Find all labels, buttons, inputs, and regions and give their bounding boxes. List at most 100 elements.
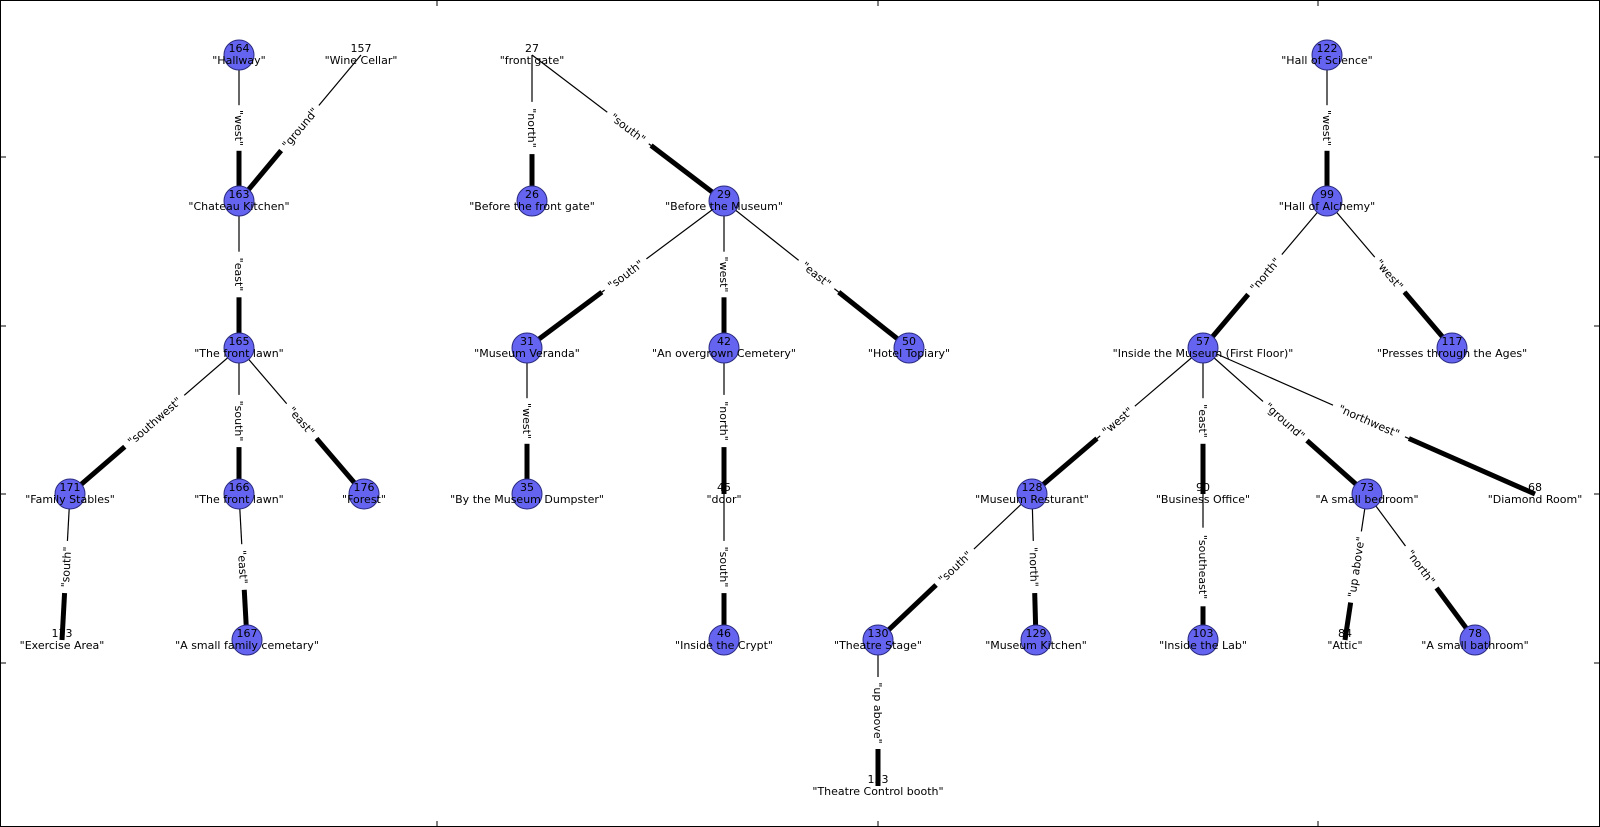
edge-42-45: "north" xyxy=(716,348,732,494)
edge-label-group: "west" xyxy=(231,105,247,151)
node-label: "Hall of Alchemy" xyxy=(1279,200,1375,213)
edges-layer: "west""ground""east""southwest""south""e… xyxy=(56,54,1537,786)
edge-99-117: "west" xyxy=(1326,200,1454,350)
graph-node-171: 171"Family Stables" xyxy=(25,478,115,510)
edge-label-group: "east" xyxy=(1195,398,1211,444)
edge-label-bg xyxy=(1368,251,1411,298)
node-id: 166 xyxy=(229,481,250,494)
edge-label-bg xyxy=(602,105,654,151)
node-id: 103 xyxy=(1193,627,1214,640)
edge-29-42: "west" xyxy=(716,201,732,348)
node-circle xyxy=(708,332,740,364)
graph-node-73: 73"A small bedroom" xyxy=(1315,478,1419,510)
node-label: "Diamond Room" xyxy=(1488,493,1583,506)
node-circle xyxy=(862,624,894,656)
node-label: "Inside the Lab" xyxy=(1159,639,1247,652)
node-id: 29 xyxy=(717,188,731,201)
node-id: 31 xyxy=(520,335,534,348)
node-id: 164 xyxy=(229,42,250,55)
node-label: "A small bedroom" xyxy=(1315,493,1418,506)
edge-99-57: "north" xyxy=(1201,200,1328,350)
node-label: "The front lawn" xyxy=(194,493,284,506)
edge-label-bg xyxy=(1195,527,1211,607)
node-circle xyxy=(516,185,548,217)
node-id: 90 xyxy=(1196,481,1210,494)
edge-label-group: "west" xyxy=(716,251,732,298)
edge-label-group: "up above" xyxy=(870,677,886,749)
graph-node-84: 84"Attic" xyxy=(1327,627,1362,652)
graph-node-117: 117"Presses through the Ages" xyxy=(1377,332,1527,364)
edge-label-group: "north" xyxy=(1399,541,1443,593)
edge-128-130: "south" xyxy=(876,493,1033,642)
graph-node-46: 46"Inside the Crypt" xyxy=(675,624,773,656)
graph-node-27: 27"front gate" xyxy=(500,42,565,67)
node-label: "Presses through the Ages" xyxy=(1377,347,1527,360)
edge-label-bg xyxy=(599,252,652,297)
node-label: "By the Museum Dumpster" xyxy=(450,493,604,506)
edge-label-group: "ground" xyxy=(1257,395,1313,447)
edge-label-group: "west" xyxy=(519,398,535,444)
node-circle xyxy=(511,332,543,364)
node-label: "Chateau Kitchen" xyxy=(188,200,289,213)
node-id: 42 xyxy=(717,335,731,348)
edge-label-bg xyxy=(231,105,247,151)
node-circle xyxy=(54,478,86,510)
graph-node-50: 50"Hotel Topiary" xyxy=(868,332,950,364)
graph-node-157: 157"Wine Cellar" xyxy=(325,42,398,67)
node-label: "Wine Cellar" xyxy=(325,54,398,67)
edge-label: "north" xyxy=(717,401,730,441)
edge-label: "south" xyxy=(717,547,730,588)
edge-122-99: "west" xyxy=(1319,55,1335,201)
node-circle xyxy=(1436,332,1468,364)
edge-label: "north" xyxy=(1026,547,1040,587)
edge-163-165: "east" xyxy=(231,201,247,348)
node-id: 165 xyxy=(229,335,250,348)
node-label: "Forest" xyxy=(342,493,386,506)
edge-label-bg xyxy=(716,540,732,594)
edge-label-bg xyxy=(716,394,732,448)
node-id: 171 xyxy=(60,481,81,494)
node-id: 122 xyxy=(1317,42,1338,55)
nodes-layer: 164"Hallway"157"Wine Cellar"163"Chateau … xyxy=(20,39,1583,798)
graph-node-176: 176"Forest" xyxy=(342,478,386,510)
edge-label: "east" xyxy=(235,550,250,584)
edge-130-133: "up above" xyxy=(870,640,886,786)
graph-node-173: 173"Exercise Area" xyxy=(20,627,105,652)
edge-arrow-head xyxy=(525,290,604,351)
edge-label: "ground" xyxy=(1262,400,1307,442)
edge-label-group: "west" xyxy=(1094,400,1141,442)
node-id: 99 xyxy=(1320,188,1334,201)
edge-label-bg xyxy=(1242,249,1288,300)
edge-label-group: "south" xyxy=(56,540,76,594)
node-label: "Theatre Control booth" xyxy=(812,785,943,798)
node-circle xyxy=(223,478,255,510)
node-label: "Before the Museum" xyxy=(665,200,783,213)
edge-29-50: "east" xyxy=(723,200,911,350)
edge-128-129: "north" xyxy=(1025,493,1043,641)
edge-label: "south" xyxy=(608,111,648,146)
edge-label-group: "south" xyxy=(602,105,654,151)
node-id: 84 xyxy=(1338,627,1352,640)
edge-label: "north" xyxy=(1248,255,1283,294)
node-label: "Theatre Stage" xyxy=(834,639,922,652)
node-id: 167 xyxy=(237,627,258,640)
node-circle xyxy=(1459,624,1491,656)
edge-label-bg xyxy=(519,398,535,444)
edge-label: "east" xyxy=(1196,404,1209,438)
node-id: 173 xyxy=(52,627,73,640)
node-circle xyxy=(231,624,263,656)
graph-node-68: 68"Diamond Room" xyxy=(1488,481,1583,506)
edge-label-bg xyxy=(930,543,980,591)
node-circle xyxy=(1187,332,1219,364)
edge-label-bg xyxy=(524,101,540,155)
edge-label: "up above" xyxy=(871,682,884,743)
node-label: "Inside the Museum (First Floor)" xyxy=(1113,347,1294,360)
node-circle xyxy=(1311,185,1343,217)
edge-label: "north" xyxy=(525,108,538,148)
edge-73-78: "north" xyxy=(1366,493,1478,642)
node-circle xyxy=(1311,39,1343,71)
edge-165-166: "south" xyxy=(231,348,247,494)
node-id: 68 xyxy=(1528,481,1542,494)
edge-label: "southwest" xyxy=(125,395,184,448)
edge-label: "southeast" xyxy=(1196,535,1209,599)
